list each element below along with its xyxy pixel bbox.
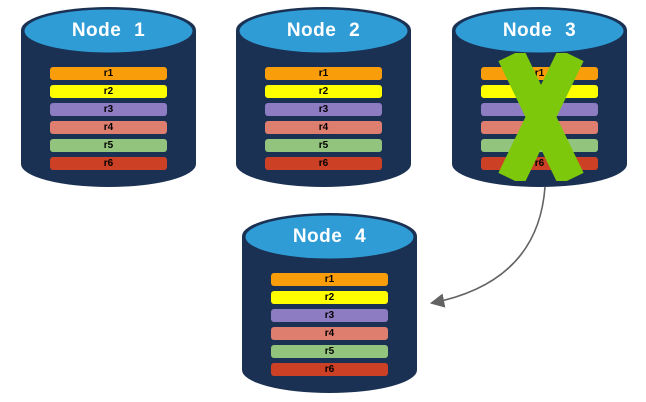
node-2: Node 2 r1 r2 r3 r4 r5 r6 <box>236 7 411 189</box>
node-4-bar-r4: r4 <box>271 327 388 340</box>
node-1-bar-r6: r6 <box>50 157 167 170</box>
node-1-replica-rows: r1 r2 r3 r4 r5 r6 <box>50 67 167 175</box>
node-1-bar-r1: r1 <box>50 67 167 80</box>
node-1-label: Node 1 <box>71 20 146 41</box>
node-4-bar-r5: r5 <box>271 345 388 358</box>
node-2-bar-r2: r2 <box>265 85 382 98</box>
node-2-bar-r3: r3 <box>265 103 382 116</box>
node-2-bar-r5: r5 <box>265 139 382 152</box>
node-3-label: Node 3 <box>502 20 577 41</box>
node-4-bar-r6: r6 <box>271 363 388 376</box>
node-4-label: Node 4 <box>292 226 367 247</box>
node-4: Node 4 r1 r2 r3 r4 r5 r6 <box>242 213 417 395</box>
node-1-bar-r5: r5 <box>50 139 167 152</box>
node-2-label: Node 2 <box>286 20 361 41</box>
node-1-bar-r3: r3 <box>50 103 167 116</box>
node-4-replica-rows: r1 r2 r3 r4 r5 r6 <box>271 273 388 381</box>
node-4-bar-r3: r3 <box>271 309 388 322</box>
node-2-bar-r4: r4 <box>265 121 382 134</box>
failure-x-icon <box>498 53 584 181</box>
node-1-bar-r4: r4 <box>50 121 167 134</box>
node-2-bar-r6: r6 <box>265 157 382 170</box>
node-1-bar-r2: r2 <box>50 85 167 98</box>
node-2-bar-r1: r1 <box>265 67 382 80</box>
node-1: Node 1 r1 r2 r3 r4 r5 r6 <box>21 7 196 189</box>
node-2-replica-rows: r1 r2 r3 r4 r5 r6 <box>265 67 382 175</box>
node-4-bar-r2: r2 <box>271 291 388 304</box>
node-4-bar-r1: r1 <box>271 273 388 286</box>
